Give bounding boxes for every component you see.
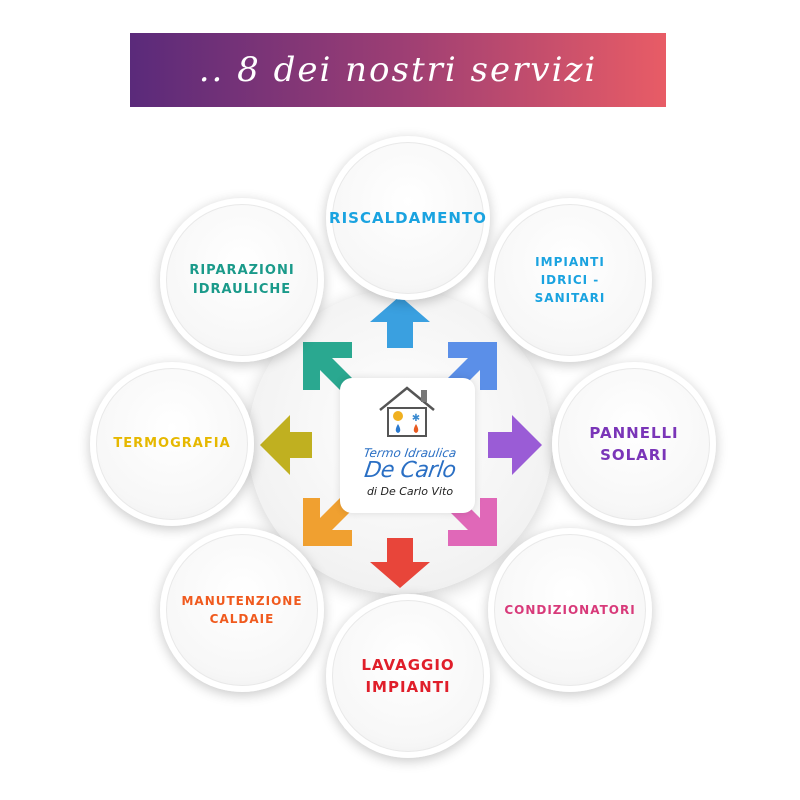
banner-title: .. 8 dei nostri servizi <box>198 50 598 90</box>
arrow-right <box>488 415 542 475</box>
service-label: TERMOGRAFIA <box>113 436 231 452</box>
service-label: MANUTENZIONE CALDAIE <box>181 594 303 626</box>
service-label: CONDIZIONATORI <box>504 603 636 617</box>
arrow-left <box>260 415 312 475</box>
service-label: RIPARAZIONI IDRAULICHE <box>189 262 295 298</box>
svg-text:✱: ✱ <box>412 413 420 424</box>
company-logo: ✱ Termo Idraulica De Carlo di De Carlo V… <box>340 378 475 513</box>
service-condizionatori: CONDIZIONATORI <box>488 528 652 692</box>
service-riscaldamento: RISCALDAMENTO <box>326 136 490 300</box>
arrow-down <box>370 538 430 588</box>
title-banner: .. 8 dei nostri servizi <box>130 33 666 107</box>
service-lavaggio-impianti: LAVAGGIO IMPIANTI <box>326 594 490 758</box>
arrow-up <box>370 296 430 348</box>
service-label: LAVAGGIO IMPIANTI <box>361 655 455 697</box>
brand-line-2: De Carlo <box>362 458 458 483</box>
service-riparazioni-idrauliche: RIPARAZIONI IDRAULICHE <box>160 198 324 362</box>
service-manutenzione-caldaie: MANUTENZIONE CALDAIE <box>160 528 324 692</box>
brand-line-3: di De Carlo Vito <box>366 485 454 498</box>
service-label: RISCALDAMENTO <box>329 208 487 227</box>
service-impianti-idrici: IMPIANTI IDRICI - SANITARI <box>488 198 652 362</box>
service-pannelli-solari: PANNELLI SOLARI <box>552 362 716 526</box>
service-label: IMPIANTI IDRICI - SANITARI <box>534 255 606 305</box>
service-label: PANNELLI SOLARI <box>589 423 679 465</box>
service-termografia: TERMOGRAFIA <box>90 362 254 526</box>
house-logo-icon: ✱ <box>379 386 435 437</box>
